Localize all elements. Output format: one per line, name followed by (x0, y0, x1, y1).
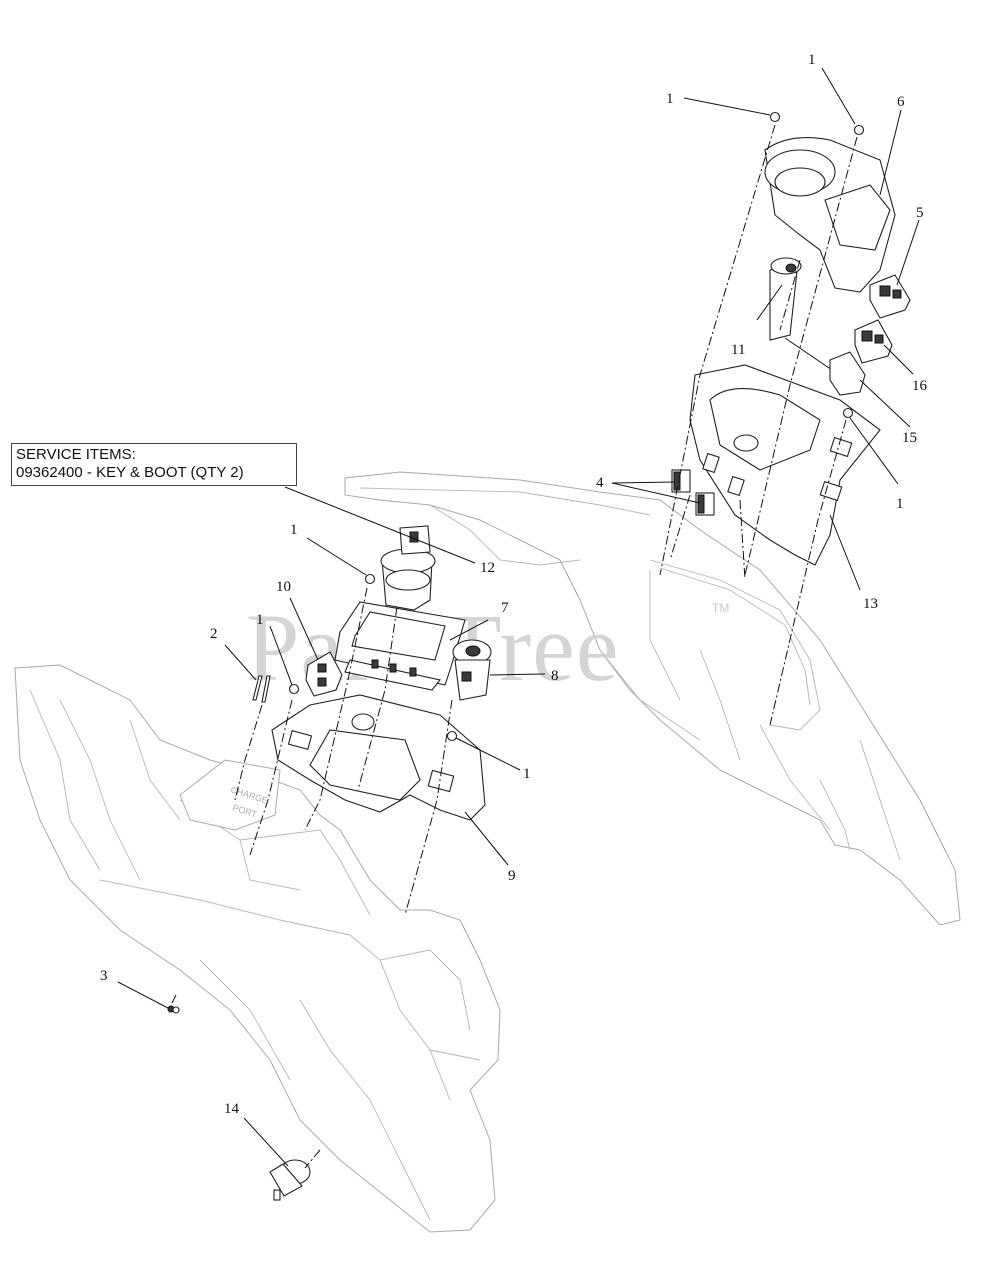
callout-5: 5 (916, 205, 924, 221)
callout-labels: 1 1 1 1 1 1 2 3 4 5 6 7 8 9 10 11 12 13 … (100, 52, 928, 1117)
service-items-note: SERVICE ITEMS: 09362400 - KEY & BOOT (QT… (11, 443, 297, 486)
service-items-detail: 09362400 - KEY & BOOT (QTY 2) (16, 464, 244, 481)
switch-part-5 (869, 274, 911, 319)
callout-9: 9 (508, 868, 516, 884)
callout-12: 12 (480, 560, 495, 576)
callout-15: 15 (902, 430, 917, 446)
cup-holder-part (764, 137, 896, 293)
callout-1-top-left: 1 (666, 91, 674, 107)
callout-1-right-panel: 1 (896, 496, 904, 512)
charge-port-cover: CHARGE PORT (179, 759, 281, 831)
leader-lines (117, 67, 920, 1167)
screw-right-top-left (769, 111, 781, 123)
screw-left-upper (364, 573, 376, 585)
pins-part-2 (252, 675, 271, 703)
callout-14: 14 (224, 1101, 240, 1117)
callout-3: 3 (100, 968, 108, 984)
right-fender-shell (344, 471, 961, 926)
callout-16: 16 (912, 378, 928, 394)
bracket-part-15 (829, 351, 866, 396)
callout-13: 13 (863, 596, 878, 612)
nut-part-3 (167, 1005, 180, 1014)
callout-4: 4 (596, 475, 604, 491)
callout-1-top-right: 1 (808, 52, 816, 68)
cylinder-part-11 (769, 257, 833, 371)
key-switch-part-12 (380, 525, 436, 611)
charge-port-part-14 (269, 1159, 311, 1201)
key-switch-part-8 (452, 639, 492, 701)
callout-1-left-upper: 1 (290, 522, 298, 538)
callout-6: 6 (897, 94, 905, 110)
callout-1-left-plate: 1 (523, 766, 531, 782)
callout-10: 10 (276, 579, 291, 595)
right-control-panel (689, 364, 881, 566)
clip-part-4 (671, 469, 715, 516)
callout-7: 7 (501, 600, 509, 616)
callout-2: 2 (210, 626, 218, 642)
screw-left-mid (288, 683, 300, 695)
watermark-trademark: TM (712, 601, 729, 615)
service-items-heading: SERVICE ITEMS: (16, 446, 136, 463)
display-part-7 (334, 601, 466, 691)
switch-part-16 (854, 319, 893, 364)
screw-right-top-right (853, 124, 865, 136)
callout-11: 11 (731, 342, 745, 358)
callout-8: 8 (551, 668, 559, 684)
alignment-lines (170, 124, 858, 1169)
screw-right-panel (842, 407, 854, 419)
switch-part-10 (305, 651, 343, 697)
callout-1-left-mid: 1 (256, 612, 264, 628)
screw-left-plate (446, 730, 458, 742)
